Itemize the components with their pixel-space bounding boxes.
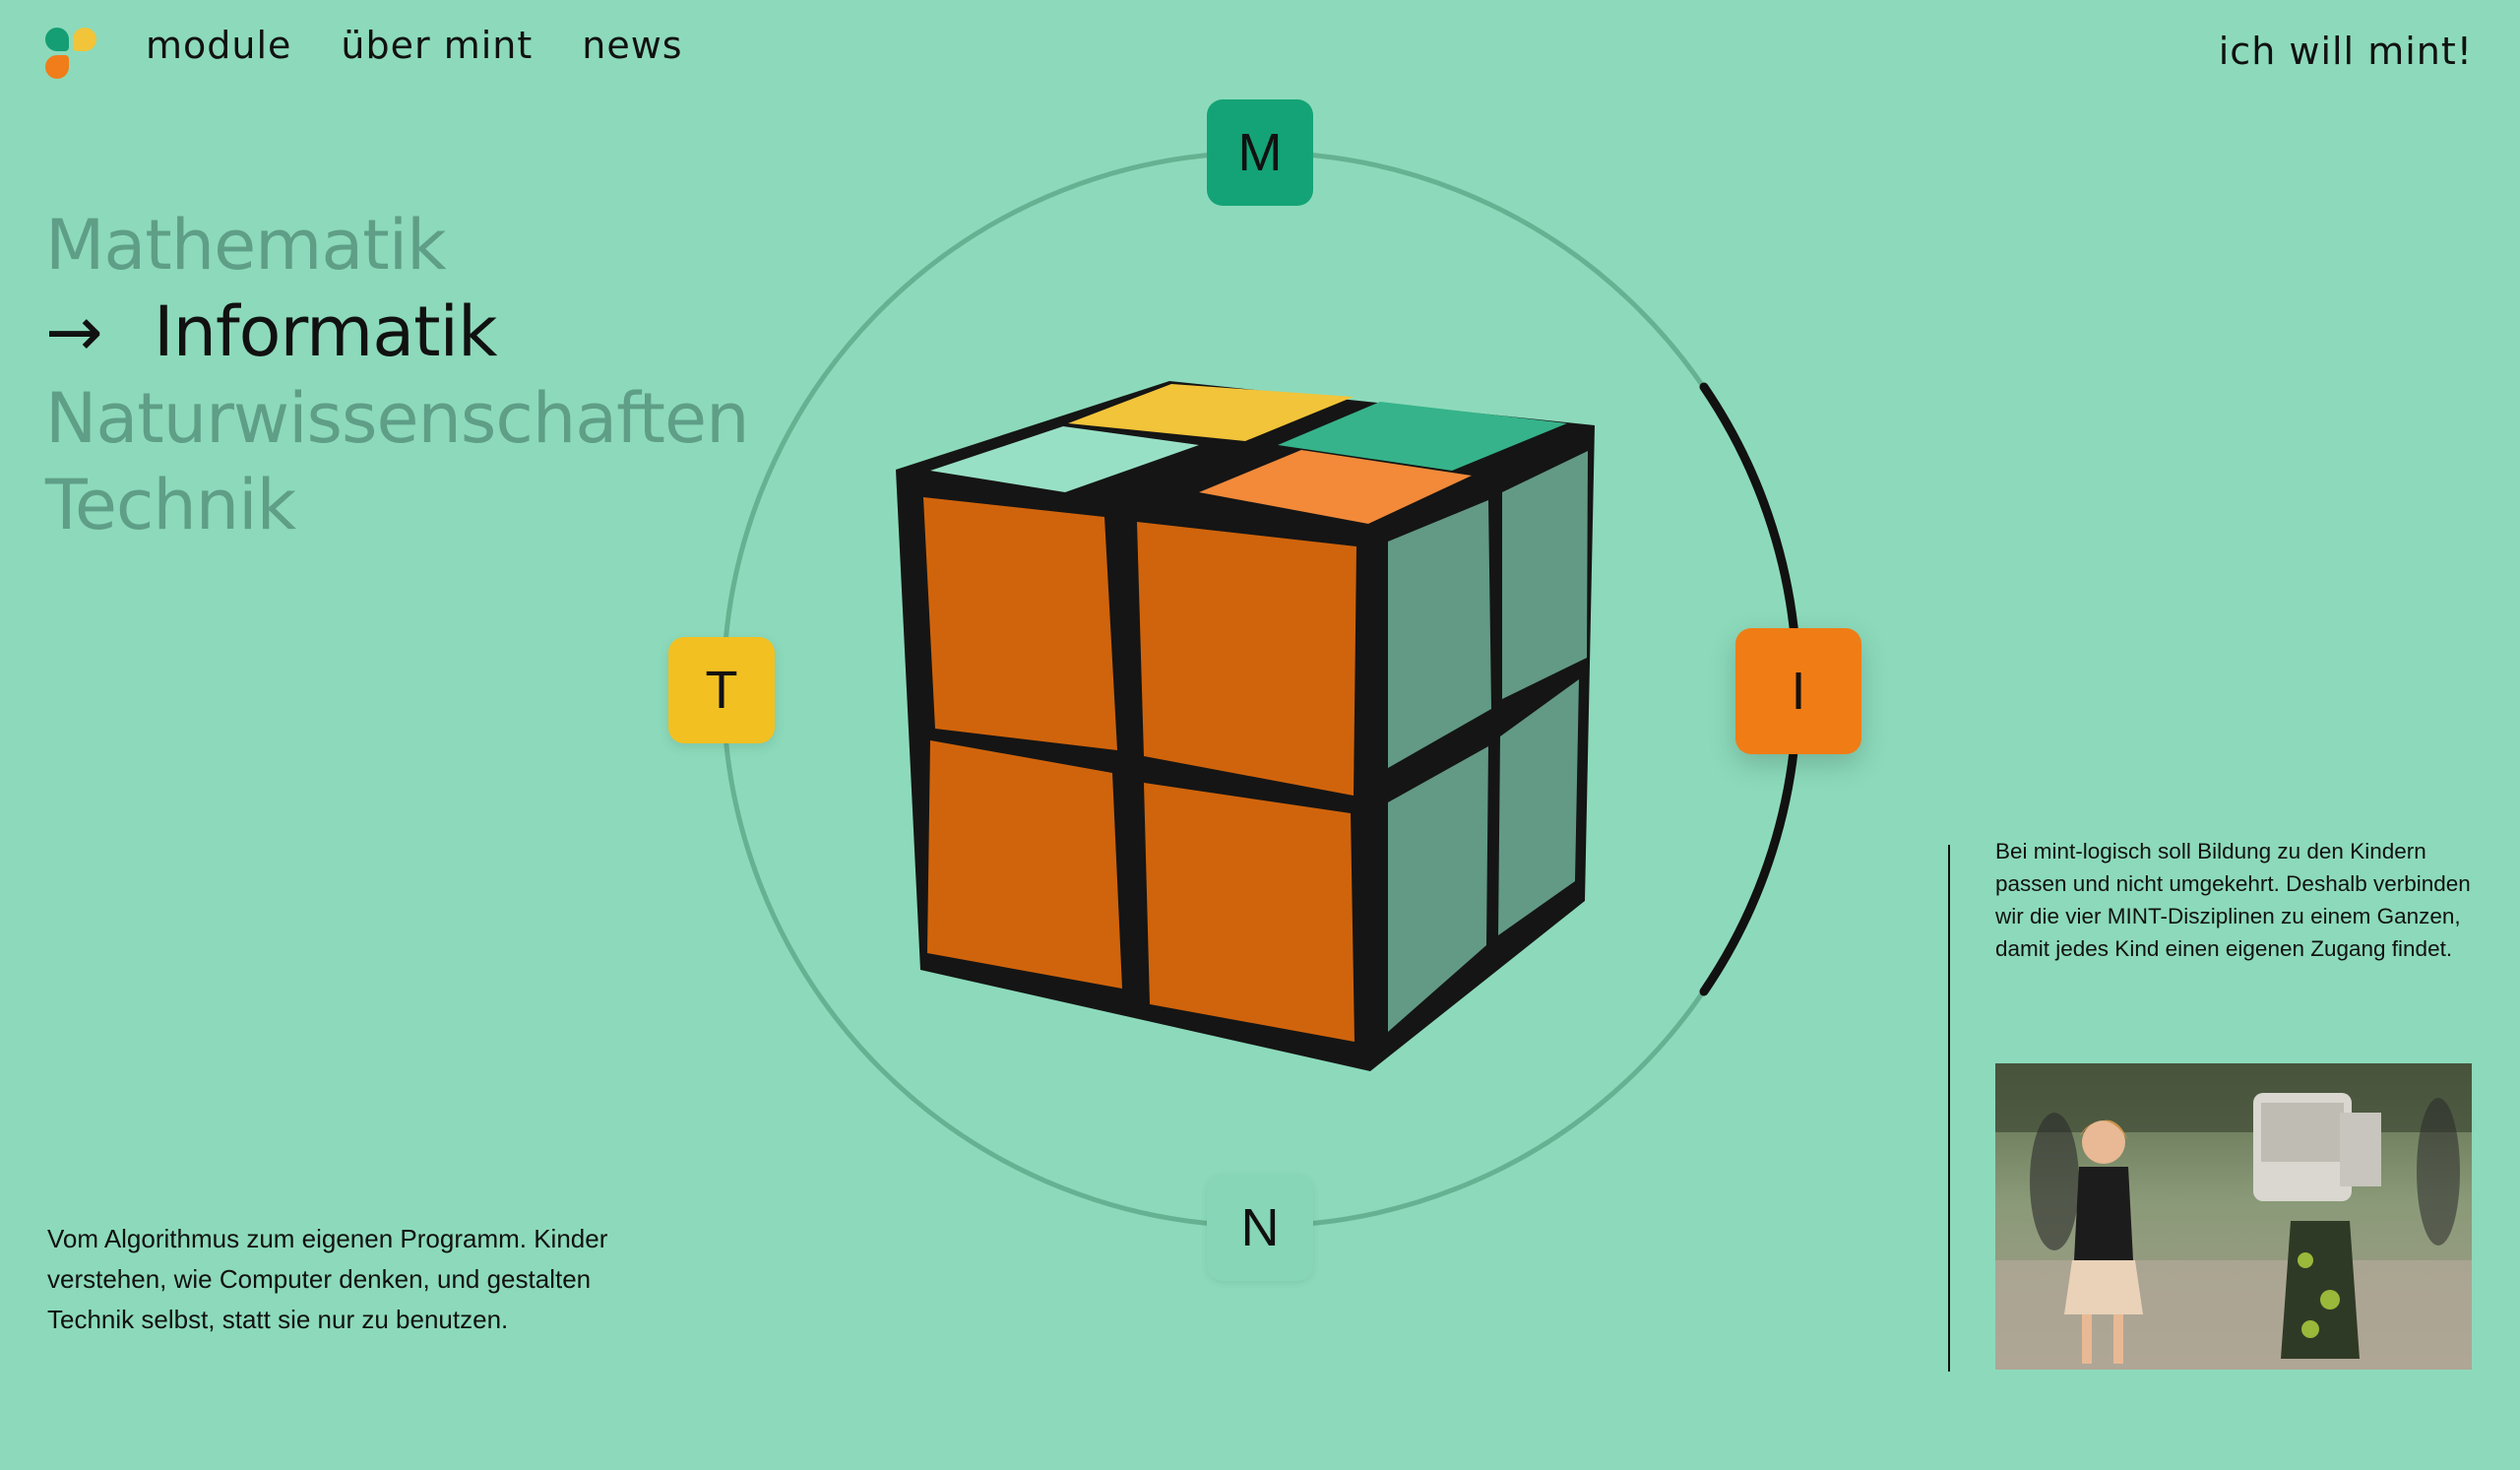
cta-link[interactable]: ich will mint! (2218, 30, 2473, 73)
discipline-informatik[interactable]: → Informatik (45, 288, 748, 375)
intro-text: Vom Algorithmus zum eigenen Programm. Ki… (47, 1224, 608, 1334)
nav-news[interactable]: news (582, 24, 683, 67)
side-text: Bei mint-logisch soll Bildung zu den Kin… (1995, 839, 2471, 961)
discipline-technik[interactable]: Technik (45, 465, 296, 545)
nav-module[interactable]: module (146, 24, 292, 67)
discipline-mathematik[interactable]: Mathematik (45, 205, 447, 286)
discipline-informatik-label: Informatik (154, 291, 498, 372)
nav-ueber-mint[interactable]: über mint (341, 24, 534, 67)
discipline-naturwissenschaften[interactable]: Naturwissenschaften (45, 378, 749, 459)
badge-mathematik[interactable]: M (1207, 99, 1313, 206)
badge-naturwissenschaften[interactable]: N (1207, 1175, 1313, 1281)
side-divider (1948, 845, 1950, 1372)
badge-technik[interactable]: T (668, 637, 775, 743)
discipline-list: Mathematik → Informatik Naturwissenschaft… (45, 202, 749, 548)
badge-informatik[interactable]: I (1735, 628, 1861, 754)
logo-icon[interactable] (45, 28, 100, 83)
main-nav: module über mint news (146, 24, 683, 67)
children-photo (1995, 1063, 2472, 1370)
photo-illustration (1995, 1063, 2472, 1370)
arrow-right-icon: → (45, 291, 103, 372)
